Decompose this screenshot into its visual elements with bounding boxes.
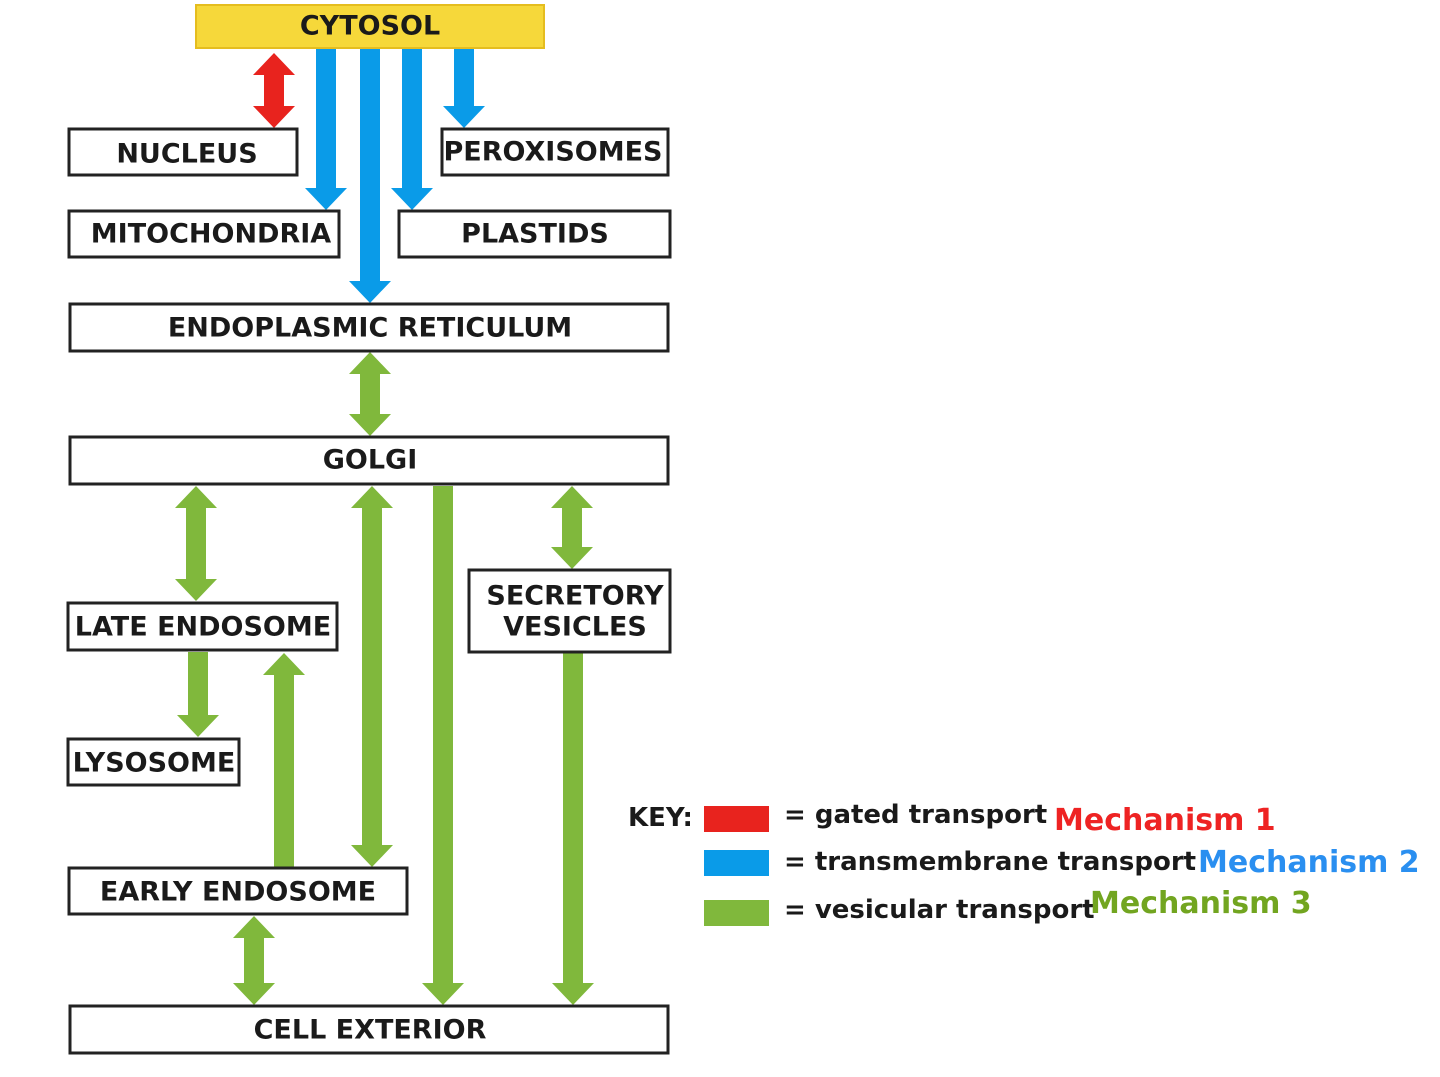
early-endosome-rect <box>67 866 409 916</box>
box-endoplasmic-reticulum: ENDOPLASMIC RETICULUM <box>68 302 670 353</box>
key-swatch-gated <box>704 806 769 832</box>
er-label: ENDOPLASMIC RETICULUM <box>168 313 572 344</box>
arrows <box>175 48 594 1005</box>
lysosome-rect <box>66 737 241 787</box>
er-rect <box>68 302 670 353</box>
key-title: KEY: <box>628 803 693 833</box>
arrow-er-golgi <box>349 352 391 436</box>
box-nucleus: NUCLEUS <box>67 127 299 177</box>
box-cytosol: CYTOSOL <box>195 4 545 49</box>
cell-exterior-label: CELL EXTERIOR <box>254 1015 487 1046</box>
key-mechanism-1: Mechanism 1 <box>1054 803 1276 838</box>
lysosome-label: LYSOSOME <box>73 748 236 779</box>
arrow-secretory-vesicles-cell-exterior <box>552 653 594 1005</box>
cytosol-label: CYTOSOL <box>300 11 440 42</box>
cytosol-rect <box>195 4 545 49</box>
peroxisomes-rect <box>440 127 670 177</box>
arrow-golgi-cell-exterior <box>422 486 464 1005</box>
peroxisomes-label: PEROXISOMES <box>443 137 662 168</box>
key-desc-gated: = gated transport <box>784 800 1047 830</box>
arrow-golgi-early-endosome <box>351 486 393 867</box>
mitochondria-rect <box>67 209 341 259</box>
golgi-rect <box>68 435 670 486</box>
nucleus-label: NUCLEUS <box>116 139 257 170</box>
secretory-vesicles-rect <box>467 568 672 654</box>
arrow-golgi-late-endosome <box>175 486 217 601</box>
arrow-early-endosome-late-endosome <box>263 653 305 867</box>
arrow-cytosol-plastids <box>391 48 433 210</box>
arrow-golgi-secretory-vesicles <box>551 486 593 569</box>
arrow-cytosol-peroxisomes <box>443 48 485 128</box>
arrow-cytosol-nucleus <box>253 53 295 128</box>
key-mechanism-3: Mechanism 3 <box>1090 886 1312 921</box>
plastids-rect <box>397 209 672 259</box>
box-secretory-vesicles: SECRETORY VESICLES <box>467 568 672 654</box>
key-desc-transmembrane: = transmembrane transport <box>784 847 1196 877</box>
early-endosome-label: EARLY ENDOSOME <box>100 877 376 908</box>
box-late-endosome: LATE ENDOSOME <box>66 601 339 652</box>
box-peroxisomes: PEROXISOMES <box>440 127 670 177</box>
arrow-cytosol-er <box>349 48 391 303</box>
box-golgi: GOLGI <box>68 435 670 486</box>
key-swatch-vesicular <box>704 900 769 926</box>
box-early-endosome: EARLY ENDOSOME <box>67 866 409 916</box>
mitochondria-label: MITOCHONDRIA <box>91 219 331 250</box>
nucleus-rect <box>67 127 299 177</box>
box-plastids: PLASTIDS <box>397 209 672 259</box>
arrow-early-endosome-cell-exterior <box>233 916 275 1005</box>
box-mitochondria: MITOCHONDRIA <box>67 209 341 259</box>
key-swatch-transmembrane <box>704 850 769 876</box>
box-cell-exterior: CELL EXTERIOR <box>68 1004 670 1055</box>
key-desc-vesicular: = vesicular transport <box>784 895 1095 925</box>
arrow-late-endosome-lysosome <box>177 652 219 737</box>
box-lysosome: LYSOSOME <box>66 737 241 787</box>
secretory-vesicles-label-line1: SECRETORY <box>486 581 664 612</box>
cell-exterior-rect <box>68 1004 670 1055</box>
late-endosome-rect <box>66 601 339 652</box>
arrow-cytosol-mitochondria <box>305 48 347 210</box>
secretory-vesicles-label-line2: VESICLES <box>503 612 647 643</box>
golgi-label: GOLGI <box>323 445 418 476</box>
plastids-label: PLASTIDS <box>461 219 609 250</box>
late-endosome-label: LATE ENDOSOME <box>75 612 331 643</box>
key-mechanism-2: Mechanism 2 <box>1198 845 1420 880</box>
key-legend: KEY: = gated transport Mechanism 1 = tra… <box>628 800 1420 926</box>
